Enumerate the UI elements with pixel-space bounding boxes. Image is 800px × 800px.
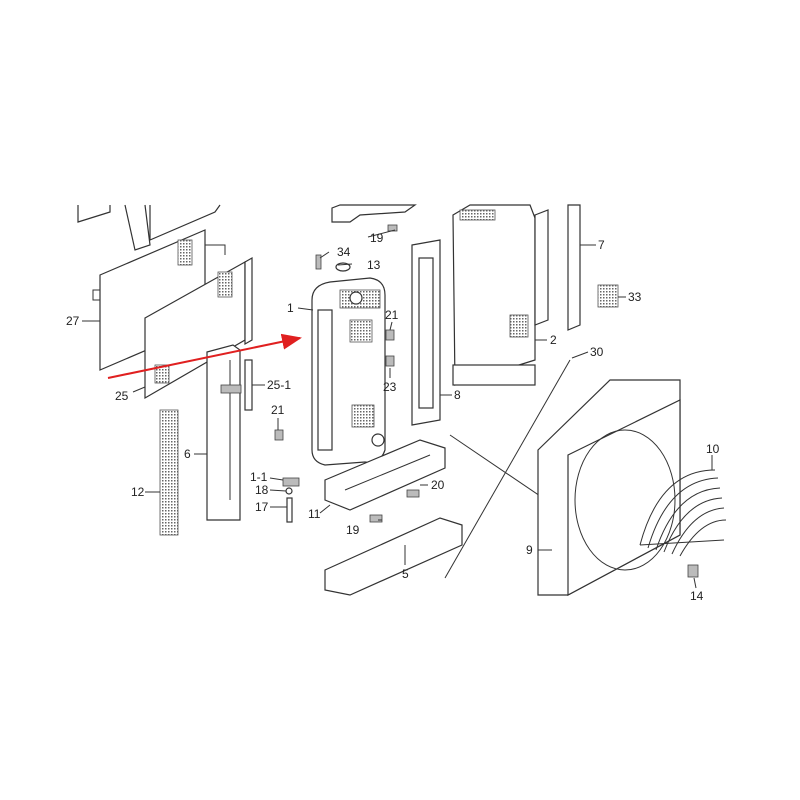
- label-14: 14: [690, 589, 704, 603]
- label-23: 23: [383, 380, 397, 394]
- label-10: 10: [706, 442, 720, 456]
- label-19: 19: [370, 231, 384, 245]
- label-2: 2: [550, 333, 557, 347]
- part-7-strip: [534, 204, 581, 331]
- part-25-1-drier: [244, 359, 253, 411]
- part-21-pad-lower: [274, 429, 284, 441]
- label-18: 18: [255, 483, 269, 497]
- label-8: 8: [454, 388, 461, 402]
- part-25-condenser: [144, 256, 253, 400]
- part-23-pad: [385, 355, 395, 367]
- label-12: 12: [131, 485, 145, 499]
- label-7: 7: [598, 238, 605, 252]
- label-30: 30: [590, 345, 604, 359]
- part-8-frame: [411, 239, 441, 426]
- part-20-pad: [406, 489, 420, 498]
- label-1: 1: [287, 301, 294, 315]
- cab-panel-fragment: [77, 204, 221, 251]
- part-14-bolt: [687, 564, 699, 578]
- highlight-arrow: [107, 333, 302, 379]
- part-33-filter: [597, 284, 619, 308]
- leader-lines: [82, 229, 713, 589]
- part-1-radiator: [311, 254, 386, 466]
- part-21-pad: [385, 329, 395, 341]
- part-11-tray: [324, 439, 446, 511]
- part-18-oring: [285, 487, 293, 495]
- label-20: 20: [431, 478, 445, 492]
- part-5-base: [324, 517, 463, 596]
- label-33: 33: [628, 290, 642, 304]
- label-25: 25: [115, 389, 129, 403]
- label-9: 9: [526, 543, 533, 557]
- part-6-bracket: [206, 344, 242, 521]
- label-11: 11: [308, 507, 321, 521]
- label-27: 27: [66, 314, 80, 328]
- label-21: 21: [385, 308, 399, 322]
- part-17-hose: [286, 497, 293, 523]
- label-13: 13: [367, 258, 381, 272]
- part-19-pad: [369, 514, 383, 523]
- label-1-1: 1-1: [250, 470, 268, 484]
- part-12-seal: [159, 409, 179, 536]
- top-bracket: [331, 204, 417, 223]
- label-34: 34: [337, 245, 351, 259]
- part-19-pad-top: [387, 224, 398, 232]
- part-2-core: [452, 204, 536, 386]
- part-9-shroud: [537, 379, 681, 597]
- part-10-fan-guard: [639, 469, 727, 557]
- part-1-1-valve: [282, 477, 300, 487]
- label-25-1: 25-1: [267, 378, 291, 392]
- label-5: 5: [402, 567, 409, 581]
- label-17: 17: [255, 500, 269, 514]
- label-21-lower: 21: [271, 403, 285, 417]
- label-19-lower: 19: [346, 523, 360, 537]
- label-6: 6: [184, 447, 191, 461]
